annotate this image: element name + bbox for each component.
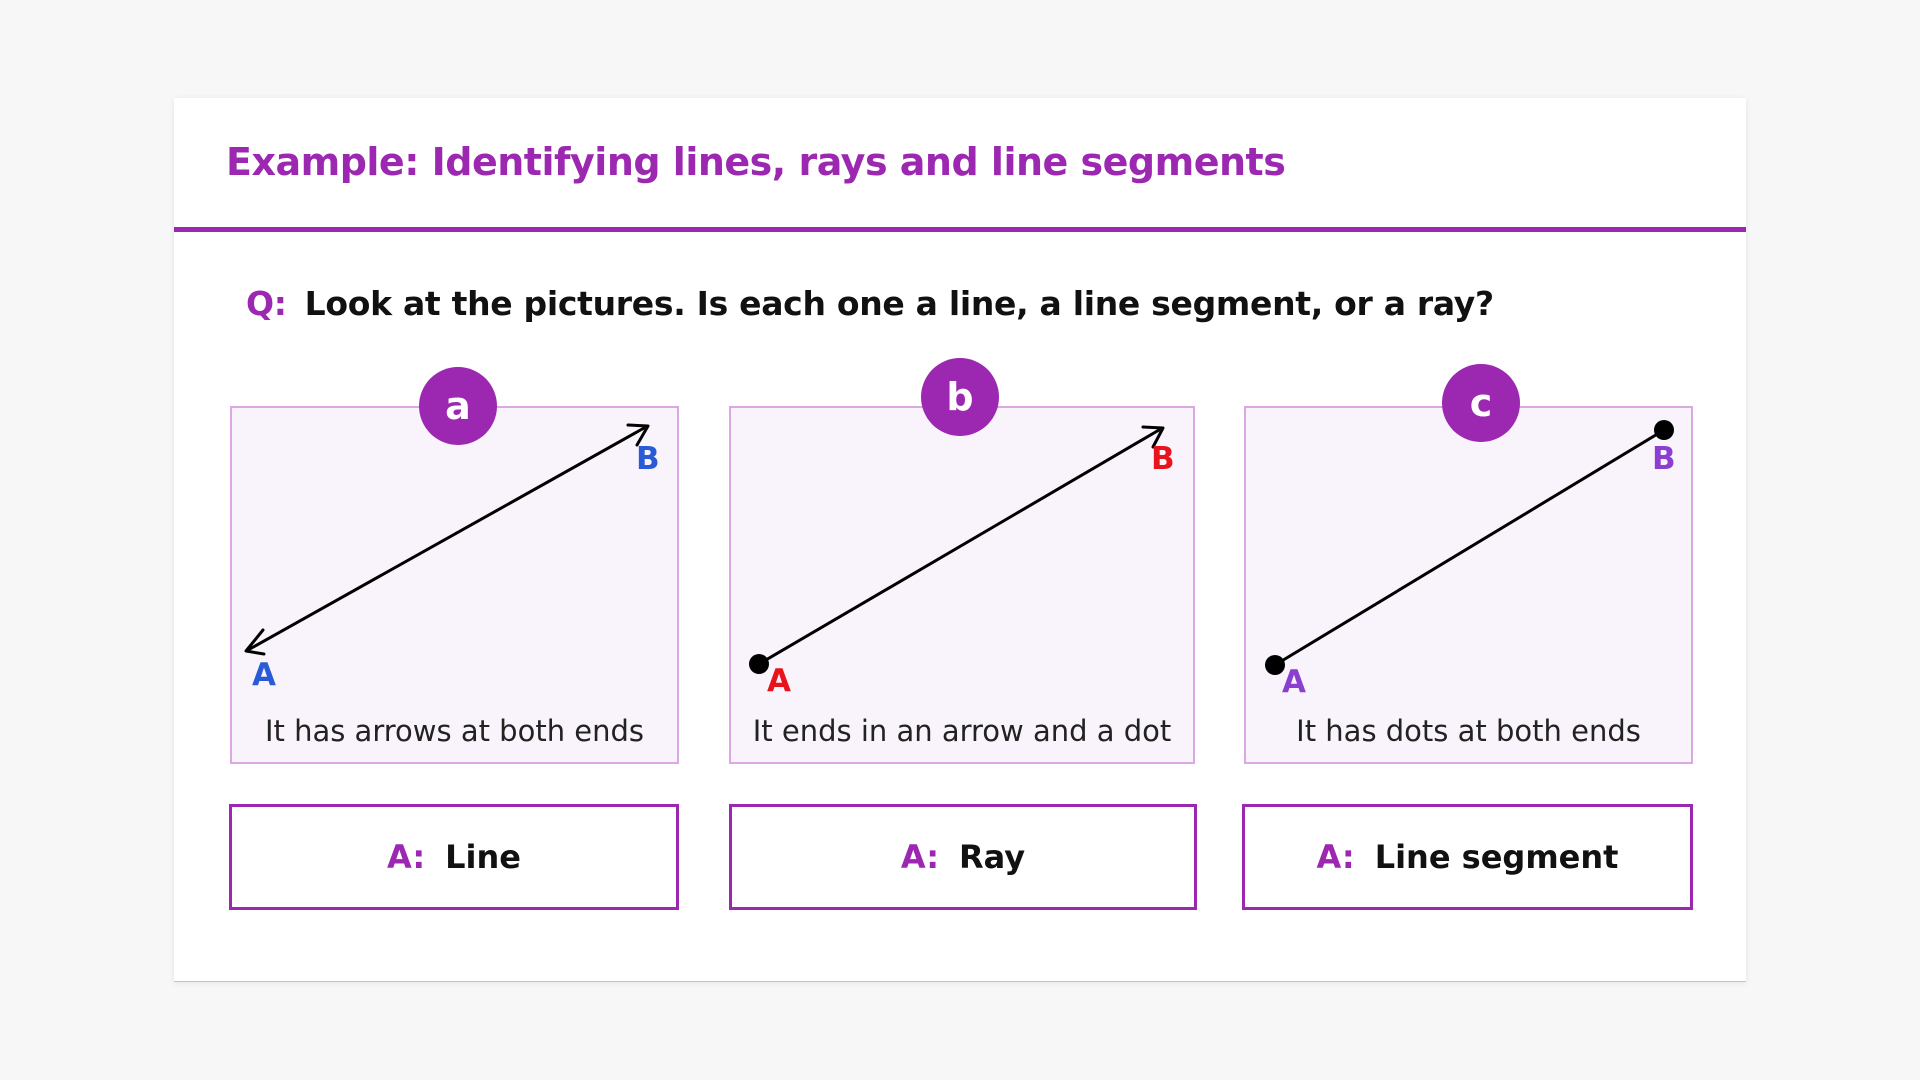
panel-description: It ends in an arrow and a dot xyxy=(752,714,1172,748)
answer-prefix: A: xyxy=(387,838,426,876)
page-title: Example: Identifying lines, rays and lin… xyxy=(226,140,1286,184)
title-divider xyxy=(174,227,1746,232)
answer-text: Line xyxy=(445,838,521,876)
badge-a: a xyxy=(419,367,497,445)
ray-diagram xyxy=(749,425,1165,674)
point-b-label: B xyxy=(1652,441,1676,477)
panel-description: It has arrows at both ends xyxy=(264,714,645,748)
segment-ab xyxy=(1273,428,1666,667)
endpoint-dot-b xyxy=(1654,420,1674,440)
panel-a: A B It has arrows at both ends xyxy=(230,406,679,764)
question: Q: Look at the pictures. Is each one a li… xyxy=(246,284,1494,323)
ray-ab xyxy=(757,428,1161,666)
question-prefix: Q: xyxy=(246,284,287,323)
arrowhead-b xyxy=(626,423,650,447)
panel-description: It has dots at both ends xyxy=(1296,714,1641,748)
slide: Example: Identifying lines, rays and lin… xyxy=(174,98,1746,982)
answer-prefix: A: xyxy=(900,838,940,876)
question-text: Look at the pictures. Is each one a line… xyxy=(304,284,1495,323)
point-b-label: B xyxy=(636,441,660,477)
answer-prefix: A: xyxy=(1316,838,1355,876)
line-ab xyxy=(246,426,646,652)
answer-c: A: Line segment xyxy=(1242,804,1693,910)
point-a-label: A xyxy=(1282,664,1306,700)
answer-text: Ray xyxy=(959,838,1026,876)
answer-a: A: Line xyxy=(229,804,679,910)
point-b-label: B xyxy=(1151,441,1175,477)
answer-b: A: Ray xyxy=(729,804,1197,910)
line-diagram xyxy=(244,423,650,656)
answer-text: Line segment xyxy=(1374,838,1619,876)
badge-c: c xyxy=(1442,364,1520,442)
panel-c: A B It has dots at both ends xyxy=(1244,406,1693,764)
arrowhead-b xyxy=(1141,425,1165,449)
badge-b: b xyxy=(921,358,999,436)
point-a-label: A xyxy=(252,657,276,693)
endpoint-dot-a xyxy=(749,654,769,674)
segment-diagram xyxy=(1265,420,1674,675)
point-a-label: A xyxy=(767,663,791,699)
panel-b: A B It ends in an arrow and a dot xyxy=(729,406,1195,764)
arrowhead-a xyxy=(244,628,266,656)
endpoint-dot-a xyxy=(1265,655,1285,675)
